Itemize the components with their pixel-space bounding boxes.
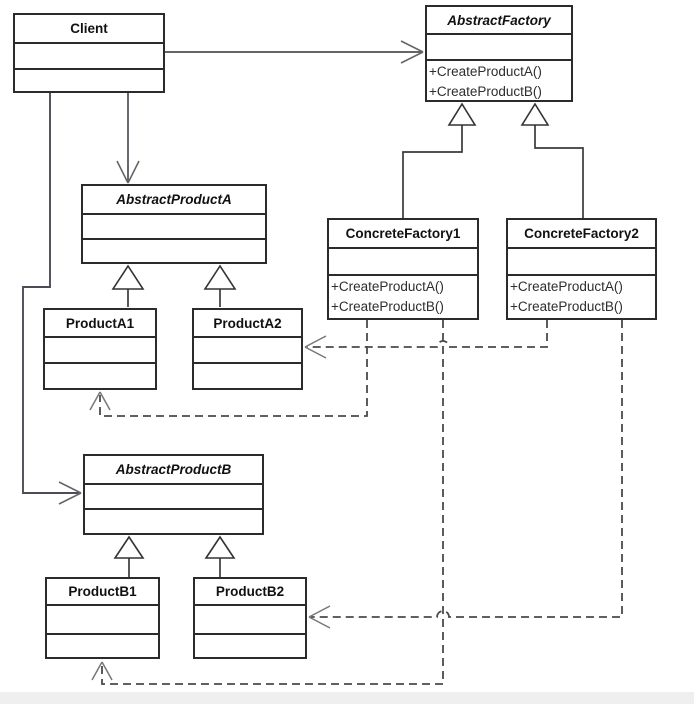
open-arrowhead-icon	[58, 481, 82, 505]
attributes-compartment	[45, 336, 155, 362]
dependency-concretefactory2-productb2	[311, 320, 623, 618]
hollow-triangle-icon	[203, 264, 237, 290]
class-box-concretefactory1: ConcreteFactory1 +CreateProductA() +Crea…	[327, 218, 479, 320]
attributes-compartment	[329, 247, 477, 274]
class-box-abstractfactory: AbstractFactory +CreateProductA() +Creat…	[425, 5, 573, 102]
class-name: ProductA1	[65, 315, 135, 331]
class-box-producta2: ProductA2	[192, 308, 303, 390]
operations-compartment	[85, 508, 262, 533]
operations-compartment	[194, 362, 301, 388]
attributes-compartment	[195, 604, 305, 633]
class-box-concretefactory2: ConcreteFactory2 +CreateProductA() +Crea…	[506, 218, 657, 320]
operations-compartment: +CreateProductA() +CreateProductB()	[427, 59, 571, 102]
operations-compartment	[83, 238, 265, 262]
class-box-abstractproducta: AbstractProductA	[81, 184, 267, 264]
class-name: AbstractProductB	[115, 462, 232, 477]
class-name: ProductA2	[213, 315, 282, 331]
open-arrowhead-icon	[304, 335, 327, 359]
class-name: Client	[70, 21, 108, 36]
hollow-triangle-icon	[111, 264, 145, 290]
class-name: ConcreteFactory2	[524, 226, 639, 241]
method-createproducta: +CreateProductA()	[429, 64, 542, 79]
attributes-compartment	[194, 336, 301, 362]
open-arrowhead-icon	[116, 160, 140, 184]
method-createproducta: +CreateProductA()	[331, 279, 444, 294]
attributes-compartment	[83, 213, 265, 238]
operations-compartment	[45, 362, 155, 388]
operations-compartment	[195, 633, 305, 657]
dependency-concretefactory2-producta2	[307, 320, 548, 348]
class-name: ConcreteFactory1	[345, 226, 461, 241]
class-box-productb1: ProductB1	[45, 577, 160, 659]
operations-compartment	[47, 633, 158, 657]
class-name: ProductB1	[68, 584, 137, 599]
operations-compartment: +CreateProductA() +CreateProductB()	[508, 274, 655, 318]
attributes-compartment	[85, 483, 262, 508]
method-createproductb: +CreateProductB()	[429, 84, 542, 99]
bottom-edge-strip	[0, 692, 694, 704]
method-createproductb: +CreateProductB()	[331, 299, 444, 314]
hollow-triangle-icon	[520, 102, 550, 126]
attributes-compartment	[15, 42, 163, 68]
attributes-compartment	[47, 604, 158, 633]
hollow-triangle-icon	[447, 102, 477, 126]
generalization-concretefactory2-abstractfactory	[534, 125, 584, 218]
open-arrowhead-icon	[91, 661, 113, 681]
class-box-client: Client	[13, 13, 165, 93]
open-arrowhead-icon	[89, 391, 111, 411]
hollow-triangle-icon	[113, 535, 145, 559]
hollow-triangle-icon	[204, 535, 236, 559]
class-box-productb2: ProductB2	[193, 577, 307, 659]
method-createproducta: +CreateProductA()	[510, 279, 623, 294]
class-name: AbstractFactory	[447, 12, 551, 28]
class-box-producta1: ProductA1	[43, 308, 157, 390]
attributes-compartment	[427, 33, 571, 59]
generalization-concretefactory1-abstractfactory	[402, 125, 463, 218]
open-arrowhead-icon	[400, 40, 424, 64]
operations-compartment	[15, 68, 163, 91]
class-name: AbstractProductA	[116, 192, 232, 207]
class-box-abstractproductb: AbstractProductB	[83, 454, 264, 535]
operations-compartment: +CreateProductA() +CreateProductB()	[329, 274, 477, 318]
class-name: ProductB2	[215, 584, 285, 599]
dependency-concretefactory1-productb1	[101, 320, 444, 685]
open-arrowhead-icon	[308, 605, 331, 629]
method-createproductb: +CreateProductB()	[510, 299, 623, 314]
attributes-compartment	[508, 247, 655, 274]
association-client-abstractproductb	[22, 93, 80, 494]
